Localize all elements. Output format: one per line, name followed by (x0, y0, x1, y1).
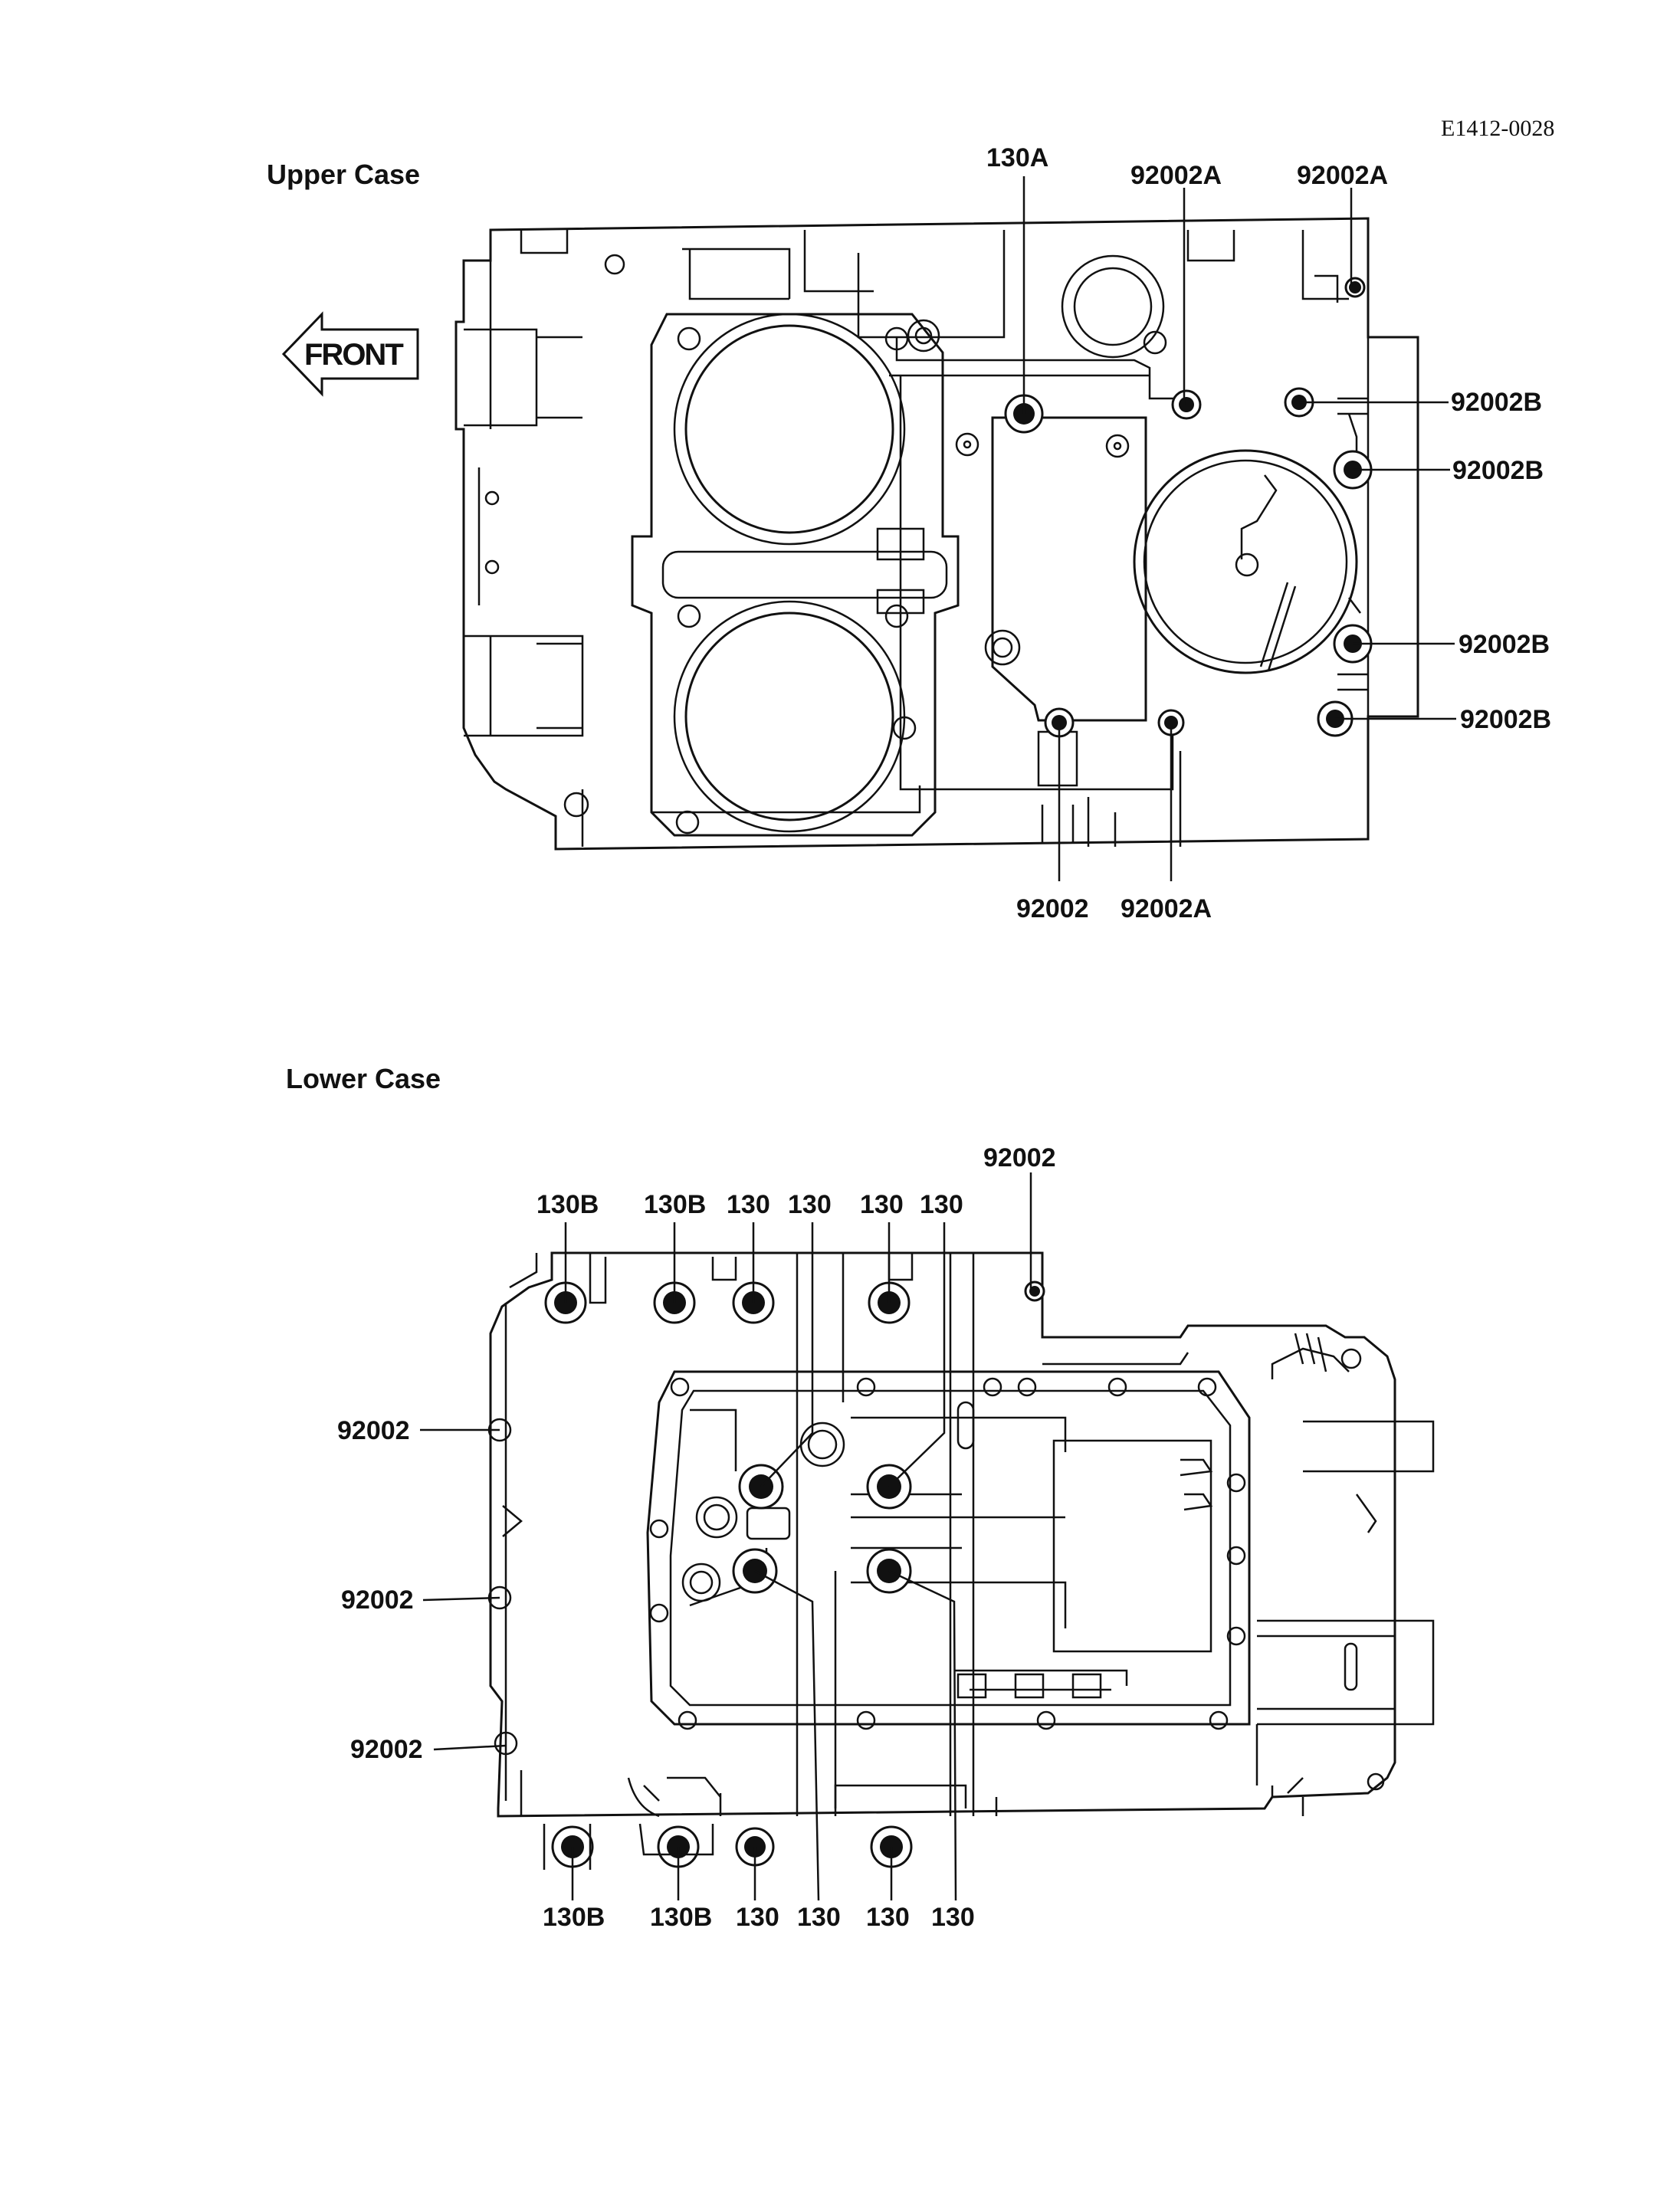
drawing-code: E1412-0028 (1441, 116, 1554, 141)
upper-case-title: Upper Case (267, 159, 420, 190)
upper-leaders (1022, 176, 1456, 881)
lower-case-outline (487, 1251, 1435, 1818)
lower-leaders (420, 1172, 1032, 1901)
callout-92002a-bottom: 92002A (1121, 894, 1212, 923)
upper-case-diagram: Upper Case FRONT (267, 143, 1551, 923)
callout-lower-left-3: 92002 (350, 1735, 423, 1764)
callout-92002-bottom: 92002 (1016, 894, 1089, 923)
cylinder-gasket (631, 313, 960, 837)
callout-92002a-top-right: 92002A (1297, 161, 1388, 190)
upper-case-outline (454, 217, 1419, 851)
callout-lower-left-2: 92002 (341, 1585, 414, 1615)
callout-lower-bottom-2: 130B (650, 1903, 712, 1932)
callout-92002b-3: 92002B (1459, 630, 1550, 659)
callout-lower-top-6: 130 (920, 1190, 963, 1219)
front-arrow-icon: FRONT (281, 311, 419, 397)
callout-92002b-1: 92002B (1451, 388, 1542, 417)
callout-lower-bottom-5: 130 (866, 1903, 910, 1932)
lower-bolts (543, 1280, 1045, 1870)
callout-lower-92002-top: 92002 (983, 1143, 1056, 1172)
callout-92002b-4: 92002B (1460, 705, 1551, 734)
oil-pan-gasket (646, 1370, 1251, 1730)
lower-case-diagram: Lower Case (286, 1063, 1435, 1932)
callout-lower-left-1: 92002 (337, 1416, 410, 1445)
callout-lower-bottom-1: 130B (543, 1903, 605, 1932)
clutch-housing (1133, 413, 1361, 674)
callout-lower-top-5: 130 (860, 1190, 904, 1219)
callout-130a: 130A (986, 143, 1048, 172)
lower-case-title: Lower Case (286, 1063, 441, 1094)
callout-lower-top-3: 130 (727, 1190, 770, 1219)
callout-lower-bottom-6: 130 (931, 1903, 975, 1932)
callout-lower-bottom-3: 130 (736, 1903, 779, 1932)
front-label: FRONT (304, 338, 403, 372)
callout-92002b-2: 92002B (1452, 456, 1544, 485)
callout-lower-bottom-4: 130 (797, 1903, 841, 1932)
oil-passage-plate (899, 330, 1174, 791)
callout-lower-top-1: 130B (536, 1190, 599, 1219)
callout-lower-top-4: 130 (788, 1190, 832, 1219)
callout-lower-top-2: 130B (644, 1190, 706, 1219)
callout-92002a-top-left: 92002A (1130, 161, 1222, 190)
upper-bolts (1004, 277, 1373, 738)
